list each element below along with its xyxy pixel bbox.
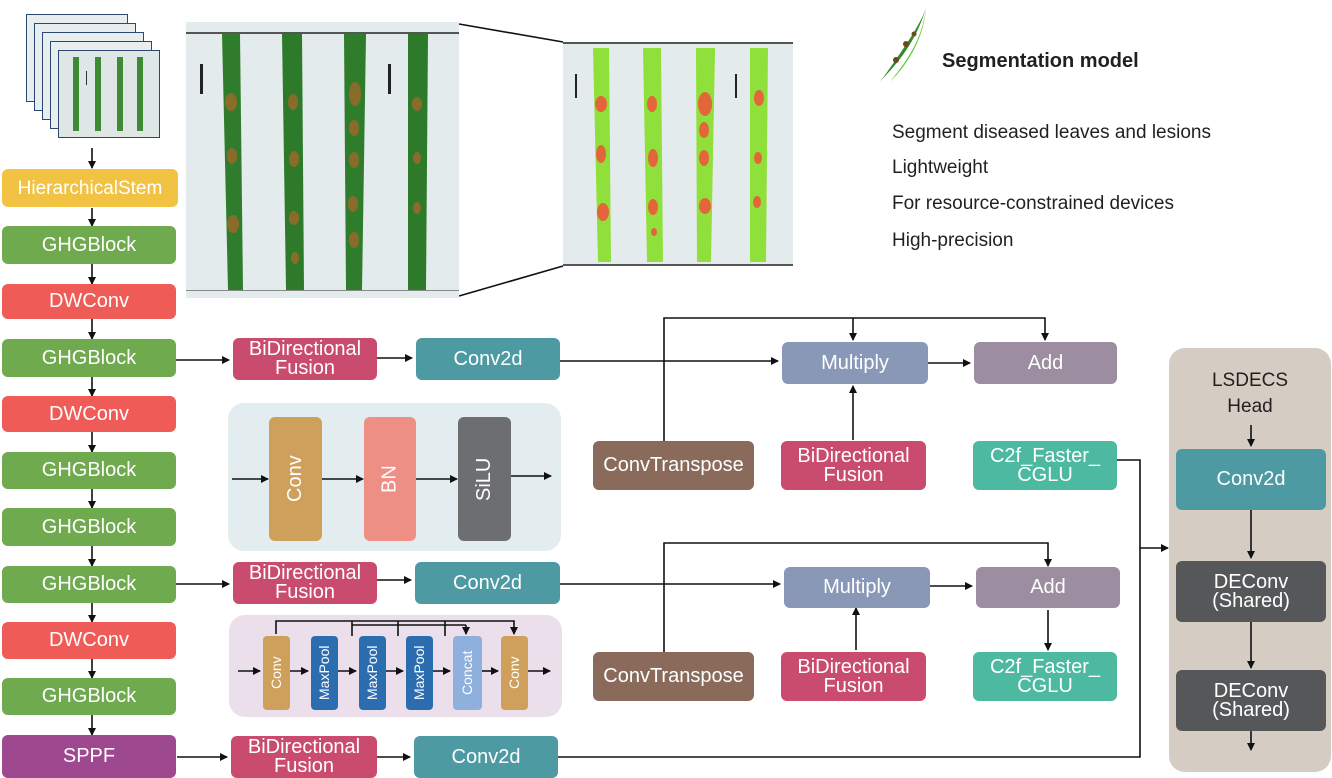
c2f-faster-cglu-block: C2f_Faster_ CGLU — [973, 441, 1117, 490]
convtranspose-block: ConvTranspose — [593, 652, 754, 701]
thumbnail-leaf-image — [58, 50, 160, 138]
bidirectional-fusion-block: BiDirectional Fusion — [781, 652, 926, 701]
block-label: Fusion — [823, 463, 884, 486]
cbs-silu-block: SiLU — [458, 417, 511, 541]
sppf-conv-block: Conv — [501, 636, 528, 710]
dwconv-block: DWConv — [2, 284, 176, 319]
add-block: Add — [974, 342, 1117, 384]
model-title: Segmentation model — [942, 50, 1139, 72]
segmentation-mask-image — [563, 42, 793, 266]
sppf-maxpool-block: MaxPool — [406, 636, 433, 710]
multiply-block: Multiply — [784, 567, 930, 608]
leaf-photo — [186, 22, 459, 298]
input-image-stack — [26, 14, 166, 144]
block-label: C2f_Faster_ — [989, 444, 1101, 467]
ghg-block: GHGBlock — [2, 508, 176, 546]
block-label: Fusion — [823, 674, 884, 697]
block-label: CGLU — [1017, 674, 1073, 697]
sppf-block: SPPF — [2, 735, 176, 778]
c2f-faster-cglu-block: C2f_Faster_ CGLU — [973, 652, 1117, 701]
bidirectional-fusion-block: BiDirectional Fusion — [233, 338, 377, 380]
conv2d-block: Conv2d — [416, 338, 560, 380]
head-title-line: LSDECS — [1211, 370, 1289, 391]
block-label: Fusion — [274, 357, 336, 379]
block-label: CGLU — [1017, 463, 1073, 486]
hierarchical-stem-block: HierarchicalStem — [2, 169, 178, 207]
feature-item: Lightweight — [892, 157, 989, 178]
feature-item: High-precision — [892, 230, 1014, 251]
feature-item: For resource-constrained devices — [892, 193, 1174, 214]
convtranspose-block: ConvTranspose — [593, 441, 754, 490]
block-label: BiDirectional — [248, 338, 362, 360]
block-label: Fusion — [274, 581, 336, 603]
dwconv-block: DWConv — [2, 396, 176, 432]
block-label: (Shared) — [1212, 698, 1290, 721]
bidirectional-fusion-block: BiDirectional Fusion — [781, 441, 926, 490]
dwconv-block: DWConv — [2, 622, 176, 659]
sppf-maxpool-block: MaxPool — [311, 636, 338, 710]
ghg-block: GHGBlock — [2, 678, 176, 715]
bidirectional-fusion-block: BiDirectional Fusion — [231, 736, 377, 778]
block-label: Fusion — [273, 755, 335, 777]
add-block: Add — [976, 567, 1120, 608]
block-label: C2f_Faster_ — [989, 655, 1101, 678]
block-label: (Shared) — [1212, 589, 1290, 612]
head-title: LSDECS Head — [1169, 368, 1331, 420]
ghg-block: GHGBlock — [2, 226, 176, 264]
block-label: BiDirectional — [797, 655, 910, 678]
ghg-block: GHGBlock — [2, 566, 176, 603]
multiply-block: Multiply — [782, 342, 928, 384]
sppf-conv-block: Conv — [263, 636, 290, 710]
conv2d-block: Conv2d — [415, 562, 560, 604]
block-label: BiDirectional — [247, 736, 361, 758]
conv2d-block: Conv2d — [414, 736, 558, 778]
head-title-line: Head — [1227, 396, 1273, 417]
feature-item: Segment diseased leaves and lesions — [892, 122, 1211, 143]
cbs-bn-block: BN — [364, 417, 416, 541]
leaf-logo-icon — [880, 8, 926, 82]
block-label: DEConv — [1213, 570, 1289, 593]
deconv-shared-block: DEConv (Shared) — [1176, 561, 1326, 622]
sppf-concat-block: Concat — [453, 636, 482, 710]
head-conv2d-block: Conv2d — [1176, 449, 1326, 510]
block-label: DEConv — [1213, 679, 1289, 702]
block-label: BiDirectional — [248, 562, 362, 584]
deconv-shared-block: DEConv (Shared) — [1176, 670, 1326, 731]
cbs-conv-block: Conv — [269, 417, 322, 541]
ghg-block: GHGBlock — [2, 452, 176, 489]
bidirectional-fusion-block: BiDirectional Fusion — [233, 562, 377, 604]
block-label: BiDirectional — [797, 444, 910, 467]
sppf-maxpool-block: MaxPool — [359, 636, 386, 710]
ghg-block: GHGBlock — [2, 339, 176, 377]
